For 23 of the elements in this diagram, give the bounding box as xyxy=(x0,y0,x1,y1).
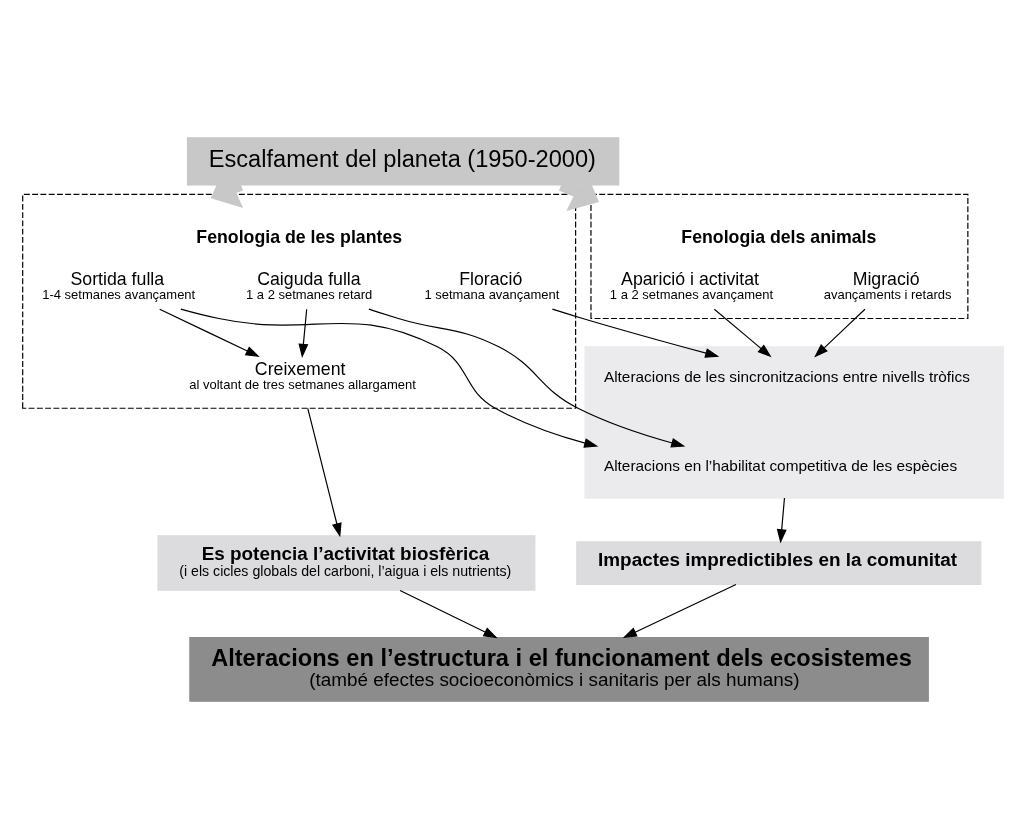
node-box: Impactes impredictibles en la comunitat xyxy=(576,540,982,585)
node-text: Alteracions de les sincronitzacions entre nivells tròfics xyxy=(603,367,970,385)
arrow xyxy=(307,407,342,537)
arrow xyxy=(399,589,498,638)
node-box: Alteracions en l’estructura i el funcionament dels ecosistemes (també efectes socioeconòmics i sanitaris per als humans) xyxy=(189,636,929,702)
node-text: Alteracions en l’habilitat competitiva de les espècies xyxy=(603,456,958,474)
arrow xyxy=(368,308,686,448)
arrow xyxy=(776,497,787,543)
arrow xyxy=(180,307,599,448)
node-text: Sortida fulla 1-4 setmanes avançament xyxy=(42,268,196,302)
arrow xyxy=(159,308,260,357)
arrow xyxy=(713,308,772,357)
node-text: Floració 1 setmana avançament xyxy=(424,268,560,302)
arrow xyxy=(814,308,866,357)
node-text: Creixement al voltant de tres setmanes allargament xyxy=(189,358,416,392)
arrow xyxy=(298,308,309,358)
node-box: Escalfament del planeta (1950-2000) xyxy=(186,136,620,186)
node-text: Migració avançaments i retards xyxy=(823,268,952,302)
node-text: Caiguda fulla 1 a 2 setmanes retard xyxy=(245,268,373,302)
arrow xyxy=(622,583,737,638)
node-box: Es potencia l’activitat biosfèrica (i els cicles globals del carboni, l’aigua i els nutrients) xyxy=(157,534,536,591)
arrow xyxy=(551,308,720,358)
node-text: Aparició i activitat 1 a 2 setmanes avançament xyxy=(609,268,773,302)
